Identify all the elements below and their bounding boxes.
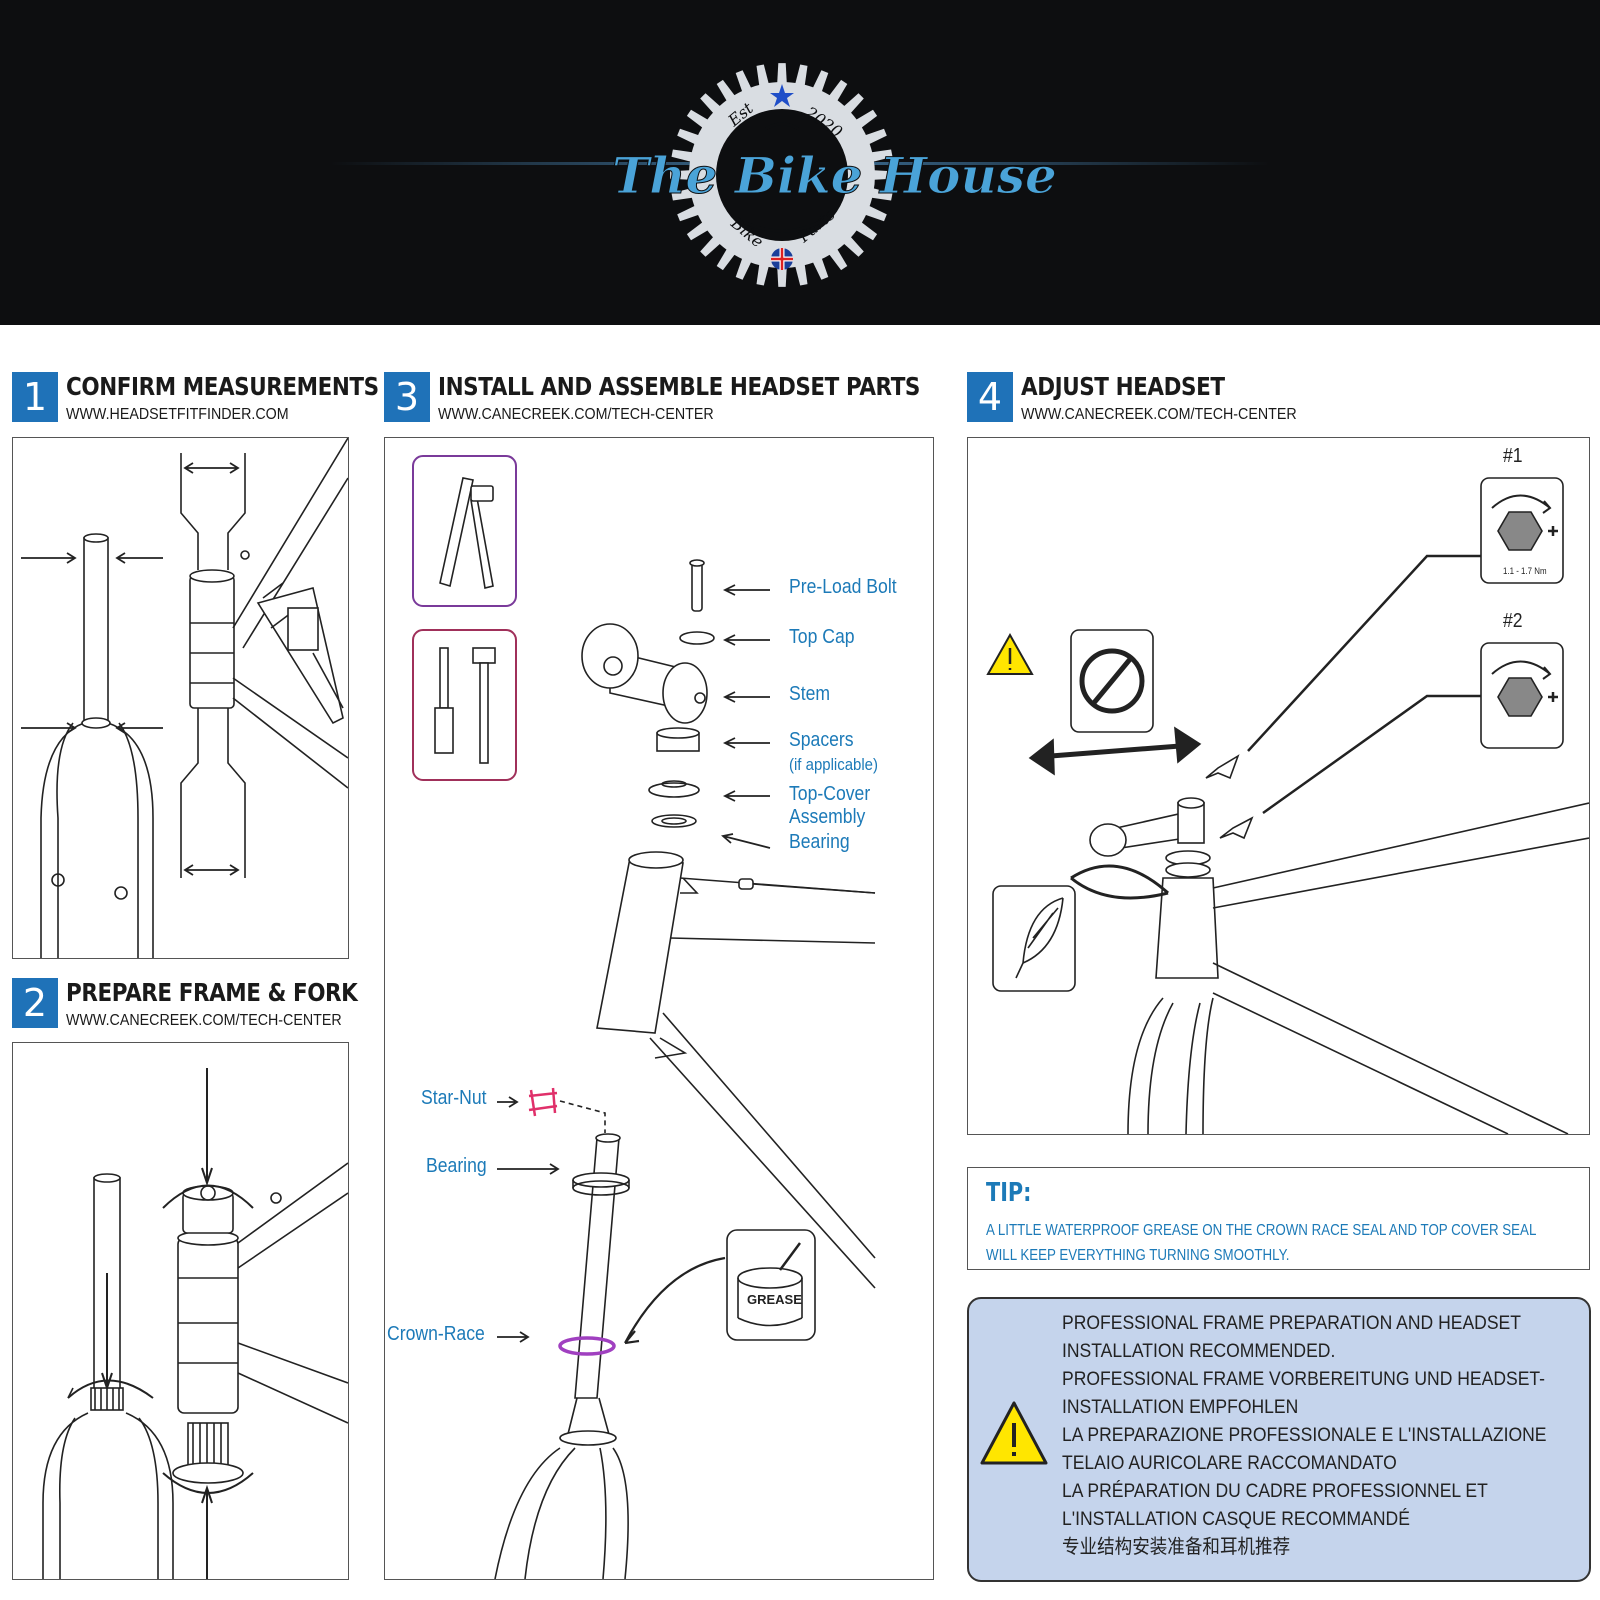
step-title: INSTALL AND ASSEMBLE HEADSET PARTS bbox=[438, 372, 920, 401]
warning-line: 专业结构安装准备和耳机推荐 bbox=[1062, 1536, 1291, 1558]
warning-triangle-icon bbox=[980, 1401, 1048, 1465]
step-number: 3 bbox=[384, 372, 430, 422]
chainring-tooth bbox=[863, 128, 887, 146]
fork-steerer-illustration bbox=[40, 533, 154, 958]
prohibited-icon bbox=[1070, 629, 1154, 733]
label-crown-race: Crown-Race bbox=[387, 1323, 485, 1345]
warning-line: PROFESSIONAL FRAME VORBEREITUNG UND HEAD… bbox=[1062, 1368, 1546, 1390]
chainring-tooth bbox=[777, 63, 787, 86]
pointer-lines bbox=[1247, 554, 1481, 815]
label-preload-bolt: Pre-Load Bolt bbox=[789, 576, 897, 598]
chainring-tooth bbox=[671, 187, 695, 201]
chainring-tooth bbox=[794, 262, 808, 286]
step-title: CONFIRM MEASUREMENTS bbox=[66, 372, 379, 401]
tip-box: TIP: A LITTLE WATERPROOF GREASE ON THE C… bbox=[967, 1167, 1590, 1270]
headtube-gauge-illustration bbox=[180, 438, 348, 878]
headtube-illustration bbox=[162, 1068, 348, 1579]
label-top-cover: Top-Cover bbox=[789, 783, 871, 805]
warning-line: TELAIO AURICOLARE RACCOMANDATO bbox=[1062, 1452, 1397, 1474]
step-number: 2 bbox=[12, 978, 58, 1028]
tool-kit-1-icon bbox=[412, 455, 517, 607]
headset-stack-illustration bbox=[581, 559, 715, 828]
header-banner: Est 2020 Bike Parts The Bike House bbox=[0, 0, 1600, 325]
chainring-tooth bbox=[756, 262, 770, 286]
step-4-panel: #1 #2 1.1 - 1.7 Nm bbox=[967, 437, 1590, 1135]
chainring-tooth bbox=[677, 204, 701, 222]
measure-arrows bbox=[21, 462, 240, 876]
label-star-nut: Star-Nut bbox=[421, 1087, 487, 1109]
chainring-tooth bbox=[735, 256, 753, 280]
warning-line: INSTALLATION EMPFOHLEN bbox=[1062, 1396, 1299, 1418]
chainring-tooth bbox=[735, 70, 753, 94]
logo: Est 2020 Bike Parts The Bike House bbox=[330, 63, 1270, 287]
step-1-panel bbox=[12, 437, 349, 959]
label-bearing-top: Bearing bbox=[789, 831, 850, 853]
pointing-hand-icon bbox=[1205, 754, 1254, 840]
grease-icon: GREASE bbox=[624, 1229, 816, 1345]
double-arrow-icon bbox=[1028, 726, 1202, 776]
tip-line-1: A LITTLE WATERPROOF GREASE ON THE CROWN … bbox=[986, 1222, 1537, 1239]
torque-2-label: #2 bbox=[1503, 610, 1523, 632]
feather-icon bbox=[992, 885, 1076, 992]
chainring-tooth bbox=[671, 149, 695, 163]
chainring-tooth bbox=[794, 64, 808, 88]
step-number: 4 bbox=[967, 372, 1013, 422]
step-title: ADJUST HEADSET bbox=[1021, 372, 1225, 401]
tool-kit-2-icon bbox=[412, 629, 517, 781]
fork-steerer-exploded-illustration bbox=[494, 1133, 630, 1579]
label-arrows bbox=[497, 584, 771, 1343]
chainring-tooth bbox=[677, 128, 701, 146]
warning-line: LA PRÉPARATION DU CADRE PROFESSIONNEL ET bbox=[1062, 1480, 1488, 1502]
warning-text: PROFESSIONAL FRAME PREPARATION AND HEADS… bbox=[1062, 1309, 1600, 1561]
step-3-panel: GREASE Pre-Load Bolt Top Cap Stem Spacer… bbox=[384, 437, 934, 1580]
warning-line: PROFESSIONAL FRAME PREPARATION AND HEADS… bbox=[1062, 1312, 1521, 1334]
star-nut-icon bbox=[528, 1087, 606, 1133]
torque-spec-label: 1.1 - 1.7 Nm bbox=[1503, 566, 1547, 576]
step-2-panel bbox=[12, 1042, 349, 1580]
chainring-tooth bbox=[811, 256, 829, 280]
grease-label: GREASE bbox=[747, 1292, 802, 1307]
step-number: 1 bbox=[12, 372, 58, 422]
label-spacers-note: (if applicable) bbox=[789, 755, 878, 774]
chainring-tooth bbox=[756, 64, 770, 88]
logo-title: The Bike House bbox=[612, 146, 1057, 205]
step-url: WWW.CANECREEK.COM/TECH-CENTER bbox=[1021, 406, 1297, 423]
tip-line-2: WILL KEEP EVERYTHING TURNING SMOOTHLY. bbox=[986, 1247, 1290, 1264]
step-url: WWW.CANECREEK.COM/TECH-CENTER bbox=[66, 1012, 342, 1029]
chainring-tooth bbox=[863, 204, 887, 222]
warning-box: PROFESSIONAL FRAME PREPARATION AND HEADS… bbox=[967, 1297, 1591, 1582]
chainring-tooth bbox=[869, 149, 893, 163]
tip-text: A LITTLE WATERPROOF GREASE ON THE CROWN … bbox=[986, 1218, 1536, 1268]
label-stem: Stem bbox=[789, 683, 831, 705]
fork-steerer-illustration bbox=[42, 1173, 174, 1579]
label-bearing-bottom: Bearing bbox=[426, 1155, 487, 1177]
label-spacers: Spacers bbox=[789, 729, 854, 751]
label-top-cap: Top Cap bbox=[789, 626, 855, 648]
step-title: PREPARE FRAME & FORK bbox=[66, 978, 358, 1007]
torque-wrench-2-icon bbox=[1480, 642, 1564, 749]
chainring-tooth bbox=[777, 264, 787, 287]
warning-line: LA PREPARAZIONE PROFESSIONALE E L'INSTAL… bbox=[1062, 1424, 1547, 1446]
warning-line: L'INSTALLATION CASQUE RECOMMANDÉ bbox=[1062, 1508, 1410, 1530]
torque-wrench-1-icon bbox=[1480, 477, 1564, 584]
chainring-tooth bbox=[871, 170, 894, 180]
step-url: WWW.HEADSETFITFINDER.COM bbox=[66, 406, 289, 423]
tip-title: TIP: bbox=[986, 1178, 1032, 1208]
chainring-tooth bbox=[811, 70, 829, 94]
frame-headtube-illustration bbox=[596, 851, 876, 1289]
star-icon bbox=[770, 84, 794, 107]
warning-line: INSTALLATION RECOMMENDED. bbox=[1062, 1340, 1336, 1362]
chainring-tooth bbox=[869, 187, 893, 201]
label-assembly: Assembly bbox=[789, 806, 866, 828]
warning-triangle-icon bbox=[986, 632, 1034, 675]
chainring-tooth bbox=[670, 170, 693, 180]
caliper-icon bbox=[256, 582, 344, 725]
uk-flag-icon bbox=[771, 248, 793, 270]
step-url: WWW.CANECREEK.COM/TECH-CENTER bbox=[438, 406, 714, 423]
bike-frame-illustration bbox=[1070, 797, 1589, 1134]
torque-1-label: #1 bbox=[1503, 445, 1523, 467]
